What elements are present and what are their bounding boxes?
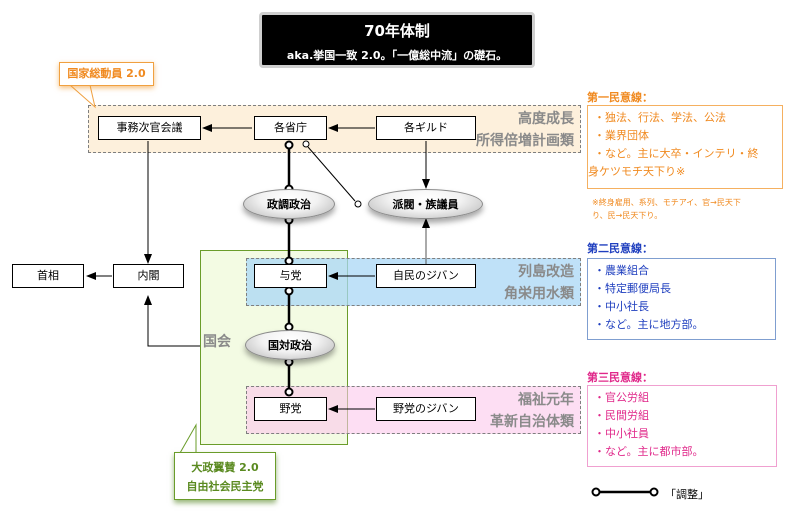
callout-top-tail [68, 84, 96, 109]
kokkai-label: 国会 [203, 334, 231, 350]
callout-bottom-line1: 大政翼賛 2.0 [191, 461, 259, 474]
callout-bottom-line2: 自由社会民主党 [186, 480, 264, 493]
node-kakuguild: 各ギルド [376, 116, 476, 140]
panel-2-item: ・中小社長 [594, 300, 649, 313]
panel-1-item: ・など。主に大卒・インテリ・終 [594, 147, 759, 160]
callout-taisei-yokusan: 大政翼賛 2.0 自由社会民主党 [174, 452, 276, 500]
diagram-subtitle: aka.挙国一致 2.0。「一億総中流」の礎石。 [286, 49, 508, 62]
panel-1-note: ※終身雇用、系列、モチアイ、官→民天下 り、民→民天下り。 [592, 196, 741, 222]
ellipse-habatsu-zokugiin: 派閥・族議員 [368, 189, 483, 219]
panel-2-item: ・特定郵便局長 [594, 282, 671, 295]
ellipse-kokutai-seiji: 国対政治 [245, 330, 335, 360]
band-top-line1: 高度成長 [518, 111, 574, 127]
node-kakushocho: 各省庁 [254, 116, 327, 140]
panel-1-item: ・業界団体 [594, 129, 649, 142]
panel-3-item: ・民間労組 [594, 409, 649, 422]
band-bottom-line2: 革新自治体類 [490, 414, 574, 430]
node-yoto: 与党 [254, 264, 327, 288]
edge-kokkai-naikaku [144, 295, 200, 347]
band-bottom-line1: 福祉元年 [518, 392, 574, 408]
panel-1-title: 第一民意線： [587, 91, 653, 104]
panel-3-title: 第三民意線： [587, 371, 653, 384]
adjust-kakushocho-habatsu [307, 146, 356, 202]
node-shusho: 首相 [12, 264, 84, 288]
panel-3-item: ・中小社員 [594, 427, 649, 440]
node-jimin-jiban: 自民のジバン [376, 264, 476, 288]
band-middle-line1: 列島改造 [518, 264, 574, 280]
legend-adjust-label: 「調整」 [665, 488, 709, 501]
band-middle-line2: 角栄用水類 [504, 286, 574, 302]
panel-1-note-line2: り、民→民天下り。 [592, 211, 663, 220]
panel-2-title: 第二民意線： [587, 242, 653, 255]
panel-2-item: ・など。主に地方部。 [594, 318, 704, 331]
callout-bottom-tail [179, 423, 197, 454]
ellipse-seicho-seiji: 政調政治 [243, 189, 335, 219]
diagram-title: 70年体制 [364, 22, 430, 40]
panel-3-item: ・など。主に都市部。 [594, 445, 704, 458]
callout-kokka-sodoin: 国家総動員 2.0 [59, 62, 154, 86]
panel-1-item: ・独法、行法、学法、公法 [594, 111, 726, 124]
panel-2-item: ・農業組合 [594, 264, 649, 277]
node-jimujikan-kaigi: 事務次官会議 [98, 116, 201, 140]
band-top-line2: 所得倍増計画類 [476, 133, 574, 149]
node-yato-jiban: 野党のジバン [376, 397, 476, 421]
panel-3-box: ・官公労組 ・民間労組 ・中小社員 ・など。主に都市部。 [587, 385, 777, 467]
panel-1-item: 身ケツモチ天下り※ [588, 165, 686, 178]
panel-1-box: ・独法、行法、学法、公法 ・業界団体 ・など。主に大卒・インテリ・終 身ケツモチ… [587, 105, 783, 189]
panel-3-item: ・官公労組 [594, 391, 649, 404]
node-naikaku: 内閣 [113, 264, 184, 288]
title-box: 70年体制 aka.挙国一致 2.0。「一億総中流」の礎石。 [259, 12, 535, 68]
node-yato: 野党 [254, 397, 327, 421]
panel-1-note-line1: ※終身雇用、系列、モチアイ、官→民天下 [592, 198, 741, 207]
panel-2-box: ・農業組合 ・特定郵便局長 ・中小社長 ・など。主に地方部。 [587, 258, 776, 340]
